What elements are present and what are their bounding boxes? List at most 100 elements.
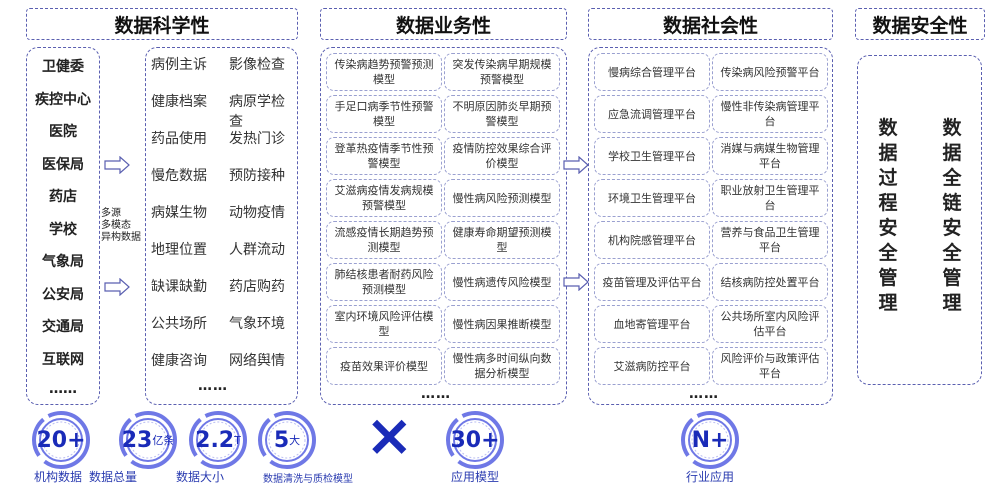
- model-card: 突发传染病早期规模预警模型: [444, 53, 560, 91]
- model-card: 室内环境风险评估模型: [326, 305, 442, 343]
- data-type-item: 公共场所: [151, 316, 207, 332]
- platform-card: 营养与食品卫生管理平台: [712, 221, 828, 259]
- institution-item: 气象局: [42, 254, 84, 270]
- stat-badge: N+: [680, 410, 740, 470]
- model-card: 不明原因肺炎早期预警模型: [444, 95, 560, 133]
- platforms-panel: 慢病综合管理平台传染病风险预警平台应急流调管理平台慢性非传染病管理平台学校卫生管…: [588, 47, 833, 405]
- right-arrow-icon: [563, 155, 589, 175]
- platform-card: 职业放射卫生管理平台: [712, 179, 828, 217]
- platform-card: 环境卫生管理平台: [594, 179, 710, 217]
- institution-item: 医院: [49, 124, 77, 140]
- header-social: 数据社会性: [588, 8, 833, 40]
- source-label-line: 多源: [101, 208, 121, 219]
- data-type-item: 人群流动: [229, 242, 285, 258]
- model-card: 慢性病因果推断模型: [444, 305, 560, 343]
- data-type-item: 网络舆情: [229, 353, 285, 369]
- data-type-item: 病例主诉: [151, 57, 207, 73]
- model-card: 手足口病季节性预警模型: [326, 95, 442, 133]
- source-label-line: 多模态: [101, 220, 131, 231]
- platform-card: 消媒与病媒生物管理平台: [712, 137, 828, 175]
- institution-item: 互联网: [42, 351, 84, 368]
- badge-number: 30+: [450, 427, 500, 453]
- model-card: 肺结核患者耐药风险预测模型: [326, 263, 442, 301]
- multiply-icon: ×: [365, 401, 414, 469]
- models-panel: 传染病趋势预警预测模型突发传染病早期规模预警模型手足口病季节性预警模型不明原因肺…: [320, 47, 567, 405]
- badge-number: N+: [691, 427, 729, 453]
- data-type-item: 药店购药: [229, 279, 285, 295]
- badge-label: 行业应用: [685, 470, 735, 484]
- header-security: 数据安全性: [855, 8, 985, 40]
- institution-item: 学校: [49, 221, 77, 238]
- data-type-item: 预防接种: [229, 168, 285, 184]
- security-process: 数据过程安全管理: [878, 117, 898, 314]
- security-panel: 数据过程安全管理 数据全链安全管理: [857, 55, 982, 385]
- right-arrow-icon: [563, 272, 589, 292]
- stat-badge: 20+: [31, 410, 91, 470]
- data-type-item: 药品使用: [151, 131, 207, 147]
- badge-value: 20+: [31, 410, 91, 470]
- badge-number: 20+: [36, 427, 86, 453]
- platform-card: 风险评价与政策评估平台: [712, 347, 828, 385]
- ring-icon: [189, 411, 247, 469]
- model-card: 流感疫情长期趋势预测模型: [326, 221, 442, 259]
- badge-number: 23: [121, 427, 153, 453]
- more-dots: ……: [421, 386, 451, 402]
- badge-label: 机构数据: [33, 470, 83, 484]
- data-type-item: 慢危数据: [151, 168, 207, 184]
- data-types-panel: 病例主诉影像检查健康档案病原学检查药品使用发热门诊慢危数据预防接种病媒生物动物疫…: [145, 47, 298, 405]
- data-type-item: 病媒生物: [151, 205, 207, 221]
- ring-icon: [446, 411, 504, 469]
- institution-item: 疾控中心: [35, 91, 91, 108]
- platform-card: 机构院感管理平台: [594, 221, 710, 259]
- data-type-item: 动物疫情: [229, 205, 285, 221]
- platform-card: 艾滋病防控平台: [594, 347, 710, 385]
- platform-card: 应急流调管理平台: [594, 95, 710, 133]
- more-dots: ……: [689, 386, 719, 402]
- model-card: 慢性病遗传风险模型: [444, 263, 560, 301]
- badge-unit: 亿条: [152, 434, 175, 447]
- platform-card: 公共场所室内风险评估平台: [712, 305, 828, 343]
- data-type-item: 气象环境: [229, 316, 285, 332]
- data-type-item: 缺课缺勤: [151, 279, 207, 295]
- ring-icon: [681, 411, 739, 469]
- source-label-line: 异构数据: [101, 232, 141, 243]
- platform-card: 慢性非传染病管理平台: [712, 95, 828, 133]
- more-dots: ……: [198, 378, 228, 394]
- platform-card: 结核病防控处置平台: [712, 263, 828, 301]
- right-arrow-icon: [104, 277, 130, 297]
- data-type-item: 发热门诊: [229, 131, 285, 147]
- model-card: 传染病趋势预警预测模型: [326, 53, 442, 91]
- data-type-item: 地理位置: [151, 242, 207, 258]
- model-card: 慢性病风险预测模型: [444, 179, 560, 217]
- badge-label: 应用模型: [450, 470, 500, 484]
- institution-item: 卫健委: [42, 59, 84, 75]
- platform-card: 学校卫生管理平台: [594, 137, 710, 175]
- ring-icon: [258, 411, 316, 469]
- institution-item: 药店: [49, 189, 77, 205]
- data-type-item: 健康咨询: [151, 353, 207, 369]
- data-type-item: 健康档案: [151, 94, 207, 110]
- institution-item: 医保局: [42, 156, 84, 173]
- header-science: 数据科学性: [26, 8, 298, 40]
- model-card: 慢性病多时间纵向数据分析模型: [444, 347, 560, 385]
- model-card: 登革热疫情季节性预警模型: [326, 137, 442, 175]
- header-business: 数据业务性: [320, 8, 567, 40]
- model-card: 艾滋病疫情发病规模预警模型: [326, 179, 442, 217]
- badge-value: 30+: [445, 410, 505, 470]
- source-label: 多源 多模态 异构数据: [101, 208, 141, 244]
- badge-unit: T: [234, 433, 241, 447]
- badge-value: N+: [680, 410, 740, 470]
- model-card: 疫情防控效果综合评价模型: [444, 137, 560, 175]
- ring-icon: [119, 411, 177, 469]
- model-card: 疫苗效果评价模型: [326, 347, 442, 385]
- platform-card: 传染病风险预警平台: [712, 53, 828, 91]
- badge-label: 数据清洗与质检模型: [263, 474, 353, 485]
- security-chain: 数据全链安全管理: [942, 117, 962, 314]
- stat-badge: 30+: [445, 410, 505, 470]
